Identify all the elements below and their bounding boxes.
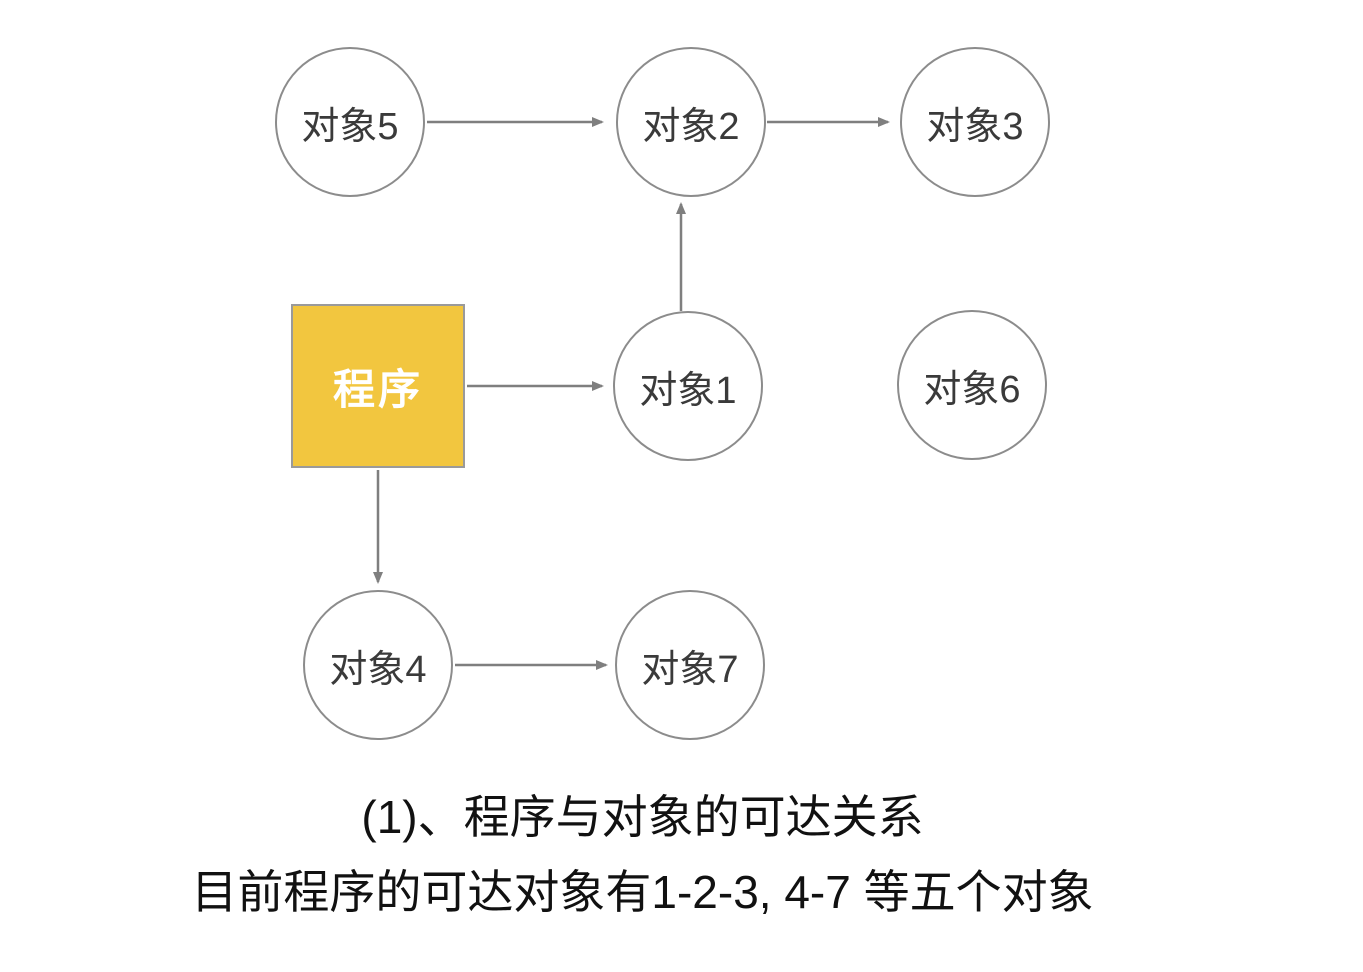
node-object-2-label: 对象2 [642,105,740,148]
node-object-3-label: 对象3 [926,105,1024,148]
node-object-4-label: 对象4 [329,648,427,691]
node-object-7: 对象7 [615,590,765,740]
node-object-2: 对象2 [616,47,766,197]
node-object-7-label: 对象7 [641,648,739,691]
node-object-4: 对象4 [303,590,453,740]
program-box: 程序 [291,304,465,468]
caption: (1)、程序与对象的可达关系 目前程序的可达对象有1-2-3, 4-7 等五个对… [0,780,1285,930]
node-object-1-label: 对象1 [639,369,737,412]
node-object-5: 对象5 [275,47,425,197]
node-object-6-label: 对象6 [923,368,1021,411]
node-object-5-label: 对象5 [301,105,399,148]
node-object-1: 对象1 [613,311,763,461]
caption-line-2: 目前程序的可达对象有1-2-3, 4-7 等五个对象 [191,866,1094,918]
program-box-label: 程序 [332,365,423,413]
node-object-6: 对象6 [897,310,1047,460]
caption-line-1: (1)、程序与对象的可达关系 [361,791,924,843]
node-object-3: 对象3 [900,47,1050,197]
